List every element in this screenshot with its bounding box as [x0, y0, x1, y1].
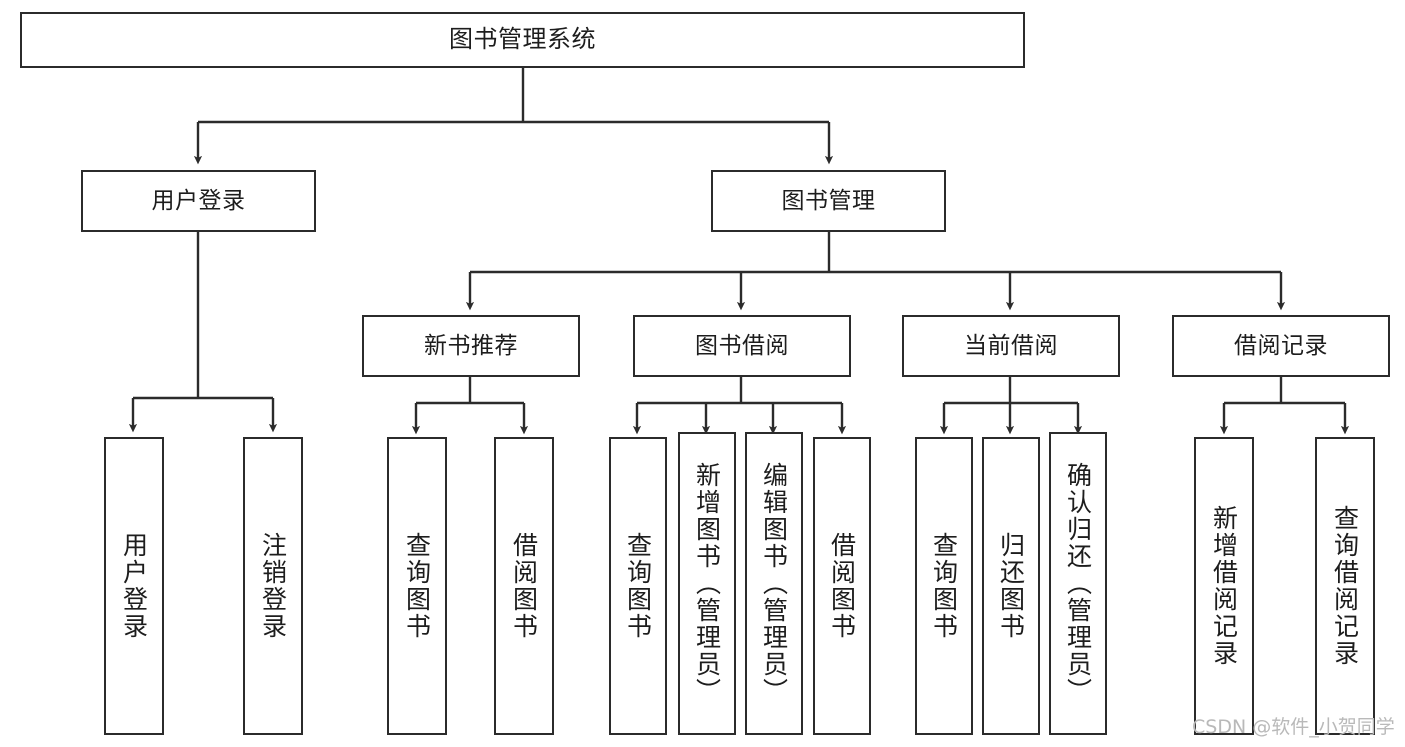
node-label: 用户登录: [151, 187, 246, 214]
node-label: 借阅记录: [1234, 332, 1328, 359]
node-leaf-query-book-3[interactable]: 查询图书: [915, 437, 973, 735]
node-label: 查询图书: [929, 532, 959, 640]
node-leaf-query-record[interactable]: 查询借阅记录: [1315, 437, 1375, 735]
node-user-login[interactable]: 用户登录: [81, 170, 316, 232]
node-label: 借阅图书: [827, 532, 857, 640]
node-leaf-query-book-1[interactable]: 查询图书: [387, 437, 447, 735]
node-book-manage[interactable]: 图书管理: [711, 170, 946, 232]
node-label: 查询图书: [623, 532, 653, 640]
node-root-system[interactable]: 图书管理系统: [20, 12, 1025, 68]
node-leaf-edit-book[interactable]: 编辑图书（管理员）: [745, 432, 803, 735]
node-label: 归还图书: [996, 532, 1026, 640]
node-label: 编辑图书（管理员）: [759, 462, 789, 705]
node-book-borrow[interactable]: 图书借阅: [633, 315, 851, 377]
node-leaf-add-record[interactable]: 新增借阅记录: [1194, 437, 1254, 735]
node-leaf-add-book[interactable]: 新增图书（管理员）: [678, 432, 736, 735]
node-label: 借阅图书: [509, 532, 539, 640]
node-label: 新书推荐: [424, 332, 518, 359]
node-label: 图书管理: [781, 187, 876, 214]
node-label: 新增图书（管理员）: [692, 462, 722, 705]
watermark-text: CSDN @软件_小贺同学: [1192, 716, 1395, 738]
node-label: 用户登录: [119, 532, 149, 640]
node-borrow-record[interactable]: 借阅记录: [1172, 315, 1390, 377]
node-current-borrow[interactable]: 当前借阅: [902, 315, 1120, 377]
node-leaf-user-login[interactable]: 用户登录: [104, 437, 164, 735]
node-label: 当前借阅: [964, 332, 1058, 359]
node-label: 查询图书: [402, 532, 432, 640]
node-label: 确认归还（管理员）: [1063, 462, 1093, 705]
node-label: 注销登录: [258, 532, 288, 640]
node-leaf-borrow-book-1[interactable]: 借阅图书: [494, 437, 554, 735]
node-label: 图书管理系统: [449, 25, 596, 54]
node-leaf-query-book-2[interactable]: 查询图书: [609, 437, 667, 735]
node-leaf-confirm-return[interactable]: 确认归还（管理员）: [1049, 432, 1107, 735]
node-leaf-return-book[interactable]: 归还图书: [982, 437, 1040, 735]
node-label: 查询借阅记录: [1330, 505, 1360, 667]
node-leaf-borrow-book-2[interactable]: 借阅图书: [813, 437, 871, 735]
node-label: 新增借阅记录: [1209, 505, 1239, 667]
node-label: 图书借阅: [695, 332, 789, 359]
node-new-book-recommend[interactable]: 新书推荐: [362, 315, 580, 377]
node-leaf-logout-login[interactable]: 注销登录: [243, 437, 303, 735]
